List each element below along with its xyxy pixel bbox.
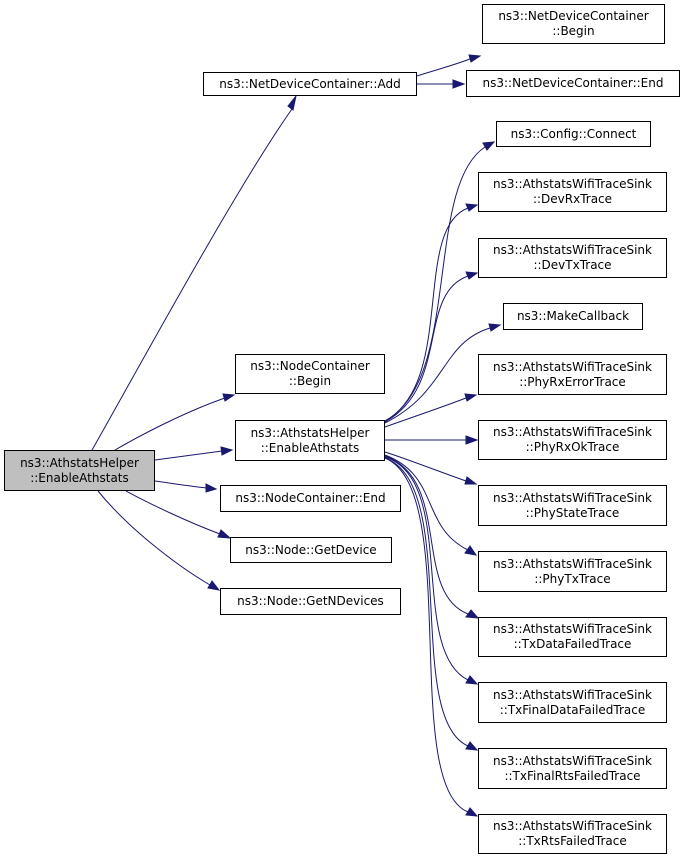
arrowhead-ah_enable-to-config_connect (482, 141, 496, 151)
node-phyrxerror-line-2: ::PhyRxErrorTrace (519, 374, 626, 389)
edge-ah_enable-to-makecallback (384, 327, 491, 424)
edge-root-to-node_getndevices (97, 490, 211, 586)
node-txdatafailed-line-2: ::TxDataFailedTrace (513, 637, 632, 651)
node-phyrxok-line-1: ns3::AthstatsWifiTraceSink (493, 425, 652, 439)
arrowhead-ah_enable-to-phytx (464, 545, 478, 556)
node-root[interactable]: ns3::AthstatsHelper ::EnableAthstats (4, 450, 155, 491)
edge-ah_enable-to-txdatafailed (384, 455, 469, 615)
node-ndc-begin-line-1: ns3::NetDeviceContainer (498, 9, 649, 23)
edge-ah_enable-to-txrtsfailed (384, 457, 469, 813)
node-devtx[interactable]: ns3::AthstatsWifiTraceSink ::DevTxTrace (478, 238, 667, 278)
edge-ah_enable-to-phytx (384, 454, 469, 551)
node-txrtsfailed-line-2: ::TxRtsFailedTrace (518, 834, 627, 848)
edge-root-to-nc_begin (114, 397, 226, 451)
node-txfinaldatafailed[interactable]: ns3::AthstatsWifiTraceSink ::TxFinalData… (478, 682, 667, 723)
node-nc-begin-line-1: ns3::NodeContainer (250, 359, 370, 373)
node-nc-begin[interactable]: ns3::NodeContainer ::Begin (235, 354, 385, 394)
node-devtx-line-2: ::DevTxTrace (533, 258, 612, 272)
arrowhead-ah_enable-to-txrtsfailed (465, 807, 479, 817)
node-ndc-add-line-1: ns3::NetDeviceContainer::Add (219, 76, 401, 91)
node-node-getdevice-line-1: ns3::Node::GetDevice (245, 542, 377, 557)
node-txdatafailed-line-1: ns3::AthstatsWifiTraceSink (493, 622, 652, 636)
node-nc-begin-line-2: ::Begin (288, 374, 332, 388)
arrowhead-ah_enable-to-txfinalrtsfailed (465, 741, 479, 751)
arrowhead-ah_enable-to-makecallback (488, 323, 502, 332)
arrowhead-ah_enable-to-phyrxerror (464, 393, 478, 402)
node-makecallback-line-1: ns3::MakeCallback (516, 309, 630, 323)
node-config-connect[interactable]: ns3::Config::Connect (496, 121, 651, 147)
arrowhead-ah_enable-to-phyrxok (465, 435, 479, 445)
node-devrx[interactable]: ns3::AthstatsWifiTraceSink ::DevRxTrace (478, 172, 667, 212)
node-nc-end[interactable]: ns3::NodeContainer::End (220, 485, 401, 512)
arrowhead-root-to-node_getndevices (207, 580, 221, 591)
edge-root-to-ndc_add (91, 108, 293, 451)
arrowhead-root-to-nc_end (205, 483, 218, 493)
node-node-getndevices-line-1: ns3::Node::GetNDevices (237, 594, 384, 608)
arrowhead-root-to-node_getdevice (217, 529, 232, 539)
arrowhead-ah_enable-to-devrx (465, 203, 479, 212)
node-phyrxerror-line-1: ns3::AthstatsWifiTraceSink (493, 359, 652, 374)
node-ndc-add[interactable]: ns3::NetDeviceContainer::Add (203, 72, 417, 96)
node-txfinaldatafailed-line-2: ::TxFinalDataFailedTrace (499, 702, 646, 717)
node-phyrxerror[interactable]: ns3::AthstatsWifiTraceSink ::PhyRxErrorT… (478, 354, 667, 395)
node-phystate-line-2: ::PhyStateTrace (525, 505, 620, 520)
node-node-getndevices[interactable]: ns3::Node::GetNDevices (220, 588, 401, 615)
arrowhead-ah_enable-to-txfinaldatafailed (465, 675, 479, 685)
node-ndc-end[interactable]: ns3::NetDeviceContainer::End (466, 70, 680, 97)
node-node-getdevice[interactable]: ns3::Node::GetDevice (230, 537, 392, 563)
arrowhead-ndc_add-to-ndc_end (452, 79, 466, 89)
node-config-connect-line-1: ns3::Config::Connect (510, 126, 637, 141)
node-txrtsfailed[interactable]: ns3::AthstatsWifiTraceSink ::TxRtsFailed… (478, 814, 667, 854)
node-phystate-line-1: ns3::AthstatsWifiTraceSink (493, 490, 652, 505)
edge-ndc_add-to-ndc_begin (416, 58, 471, 77)
node-txfinalrtsfailed-line-1: ns3::AthstatsWifiTraceSink (493, 753, 652, 768)
node-devtx-line-1: ns3::AthstatsWifiTraceSink (493, 243, 652, 257)
node-ndc-begin-line-2: ::Begin (552, 24, 595, 38)
node-txdatafailed[interactable]: ns3::AthstatsWifiTraceSink ::TxDataFaile… (478, 617, 667, 657)
node-phystate[interactable]: ns3::AthstatsWifiTraceSink ::PhyStateTra… (478, 485, 667, 526)
edge-ah_enable-to-devrx (384, 207, 469, 422)
node-ah-enable-line-1: ns3::AthstatsHelper (250, 425, 370, 440)
arrowhead-root-to-ah_enable (220, 446, 234, 456)
arrowhead-ndc_add-to-ndc_begin (468, 54, 482, 63)
node-makecallback[interactable]: ns3::MakeCallback (503, 303, 643, 330)
edge-root-to-ah_enable (154, 450, 223, 461)
edge-root-to-node_getdevice (125, 490, 221, 535)
node-devrx-line-1: ns3::AthstatsWifiTraceSink (493, 177, 652, 191)
edge-ah_enable-to-phystate (384, 451, 467, 482)
node-ah-enable-line-2: ::EnableAthstats (260, 440, 360, 455)
node-phyrxok-line-2: ::PhyRxOkTrace (525, 440, 620, 454)
node-txrtsfailed-line-1: ns3::AthstatsWifiTraceSink (493, 819, 652, 833)
edge-root-to-nc_end (154, 480, 208, 489)
arrowhead-root-to-nc_begin (222, 393, 236, 402)
node-txfinalrtsfailed[interactable]: ns3::AthstatsWifiTraceSink ::TxFinalRtsF… (478, 748, 667, 789)
edge-ah_enable-to-phyrxerror (384, 397, 467, 428)
node-nc-end-line-1: ns3::NodeContainer::End (235, 491, 386, 505)
arrowhead-ah_enable-to-devtx (465, 271, 479, 280)
node-phytx-line-2: ::PhyTxTrace (534, 571, 611, 586)
node-root-line-1: ns3::AthstatsHelper (20, 455, 139, 470)
arrowhead-root-to-ndc_add (287, 95, 297, 111)
node-ndc-end-line-1: ns3::NetDeviceContainer::End (482, 76, 664, 90)
node-root-line-2: ::EnableAthstats (30, 470, 129, 485)
arrowhead-ah_enable-to-phystate (464, 476, 478, 485)
node-ah-enable[interactable]: ns3::AthstatsHelper ::EnableAthstats (235, 420, 385, 461)
node-txfinaldatafailed-line-1: ns3::AthstatsWifiTraceSink (493, 687, 652, 702)
arrowhead-ah_enable-to-txdatafailed (465, 609, 480, 619)
node-devrx-line-2: ::DevRxTrace (532, 192, 613, 206)
node-phyrxok[interactable]: ns3::AthstatsWifiTraceSink ::PhyRxOkTrac… (478, 420, 667, 460)
node-phytx-line-1: ns3::AthstatsWifiTraceSink (493, 556, 652, 571)
node-phytx[interactable]: ns3::AthstatsWifiTraceSink ::PhyTxTrace (478, 551, 667, 592)
edge-ah_enable-to-txfinaldatafailed (384, 456, 469, 681)
node-txfinalrtsfailed-line-2: ::TxFinalRtsFailedTrace (504, 768, 641, 783)
edge-ah_enable-to-txfinalrtsfailed (384, 457, 469, 747)
node-ndc-begin[interactable]: ns3::NetDeviceContainer ::Begin (482, 4, 665, 44)
edge-ah_enable-to-devtx (384, 275, 469, 423)
